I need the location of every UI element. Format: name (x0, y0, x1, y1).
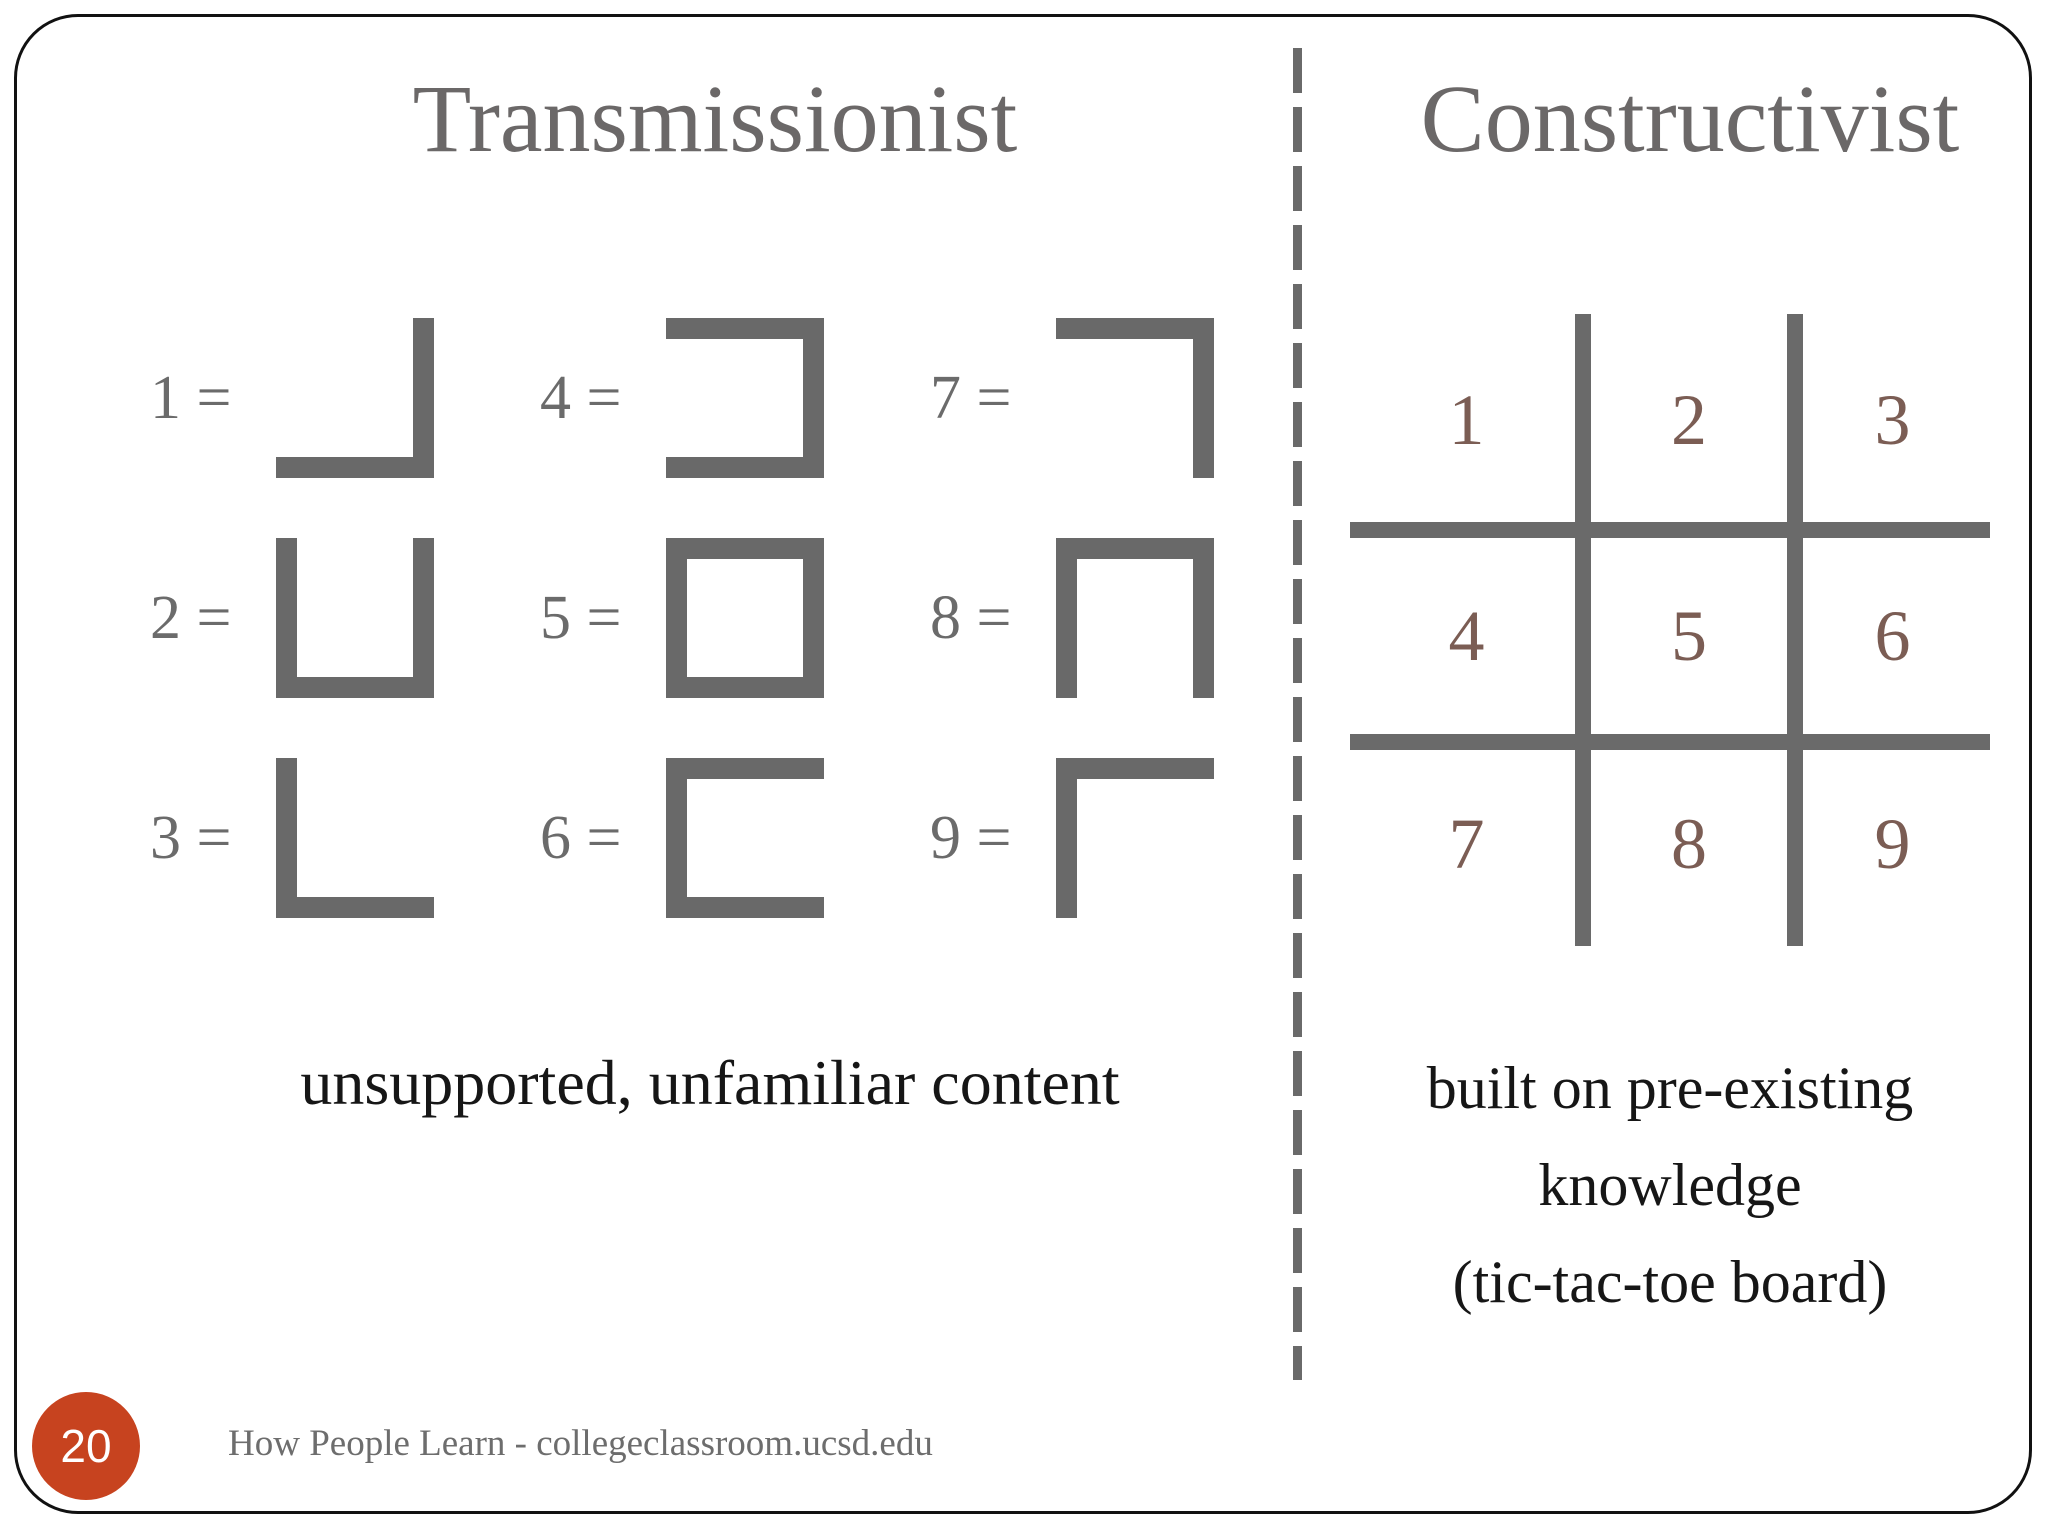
shape-border-top (1056, 758, 1214, 779)
cipher-shape (276, 538, 434, 698)
shape-border-left (276, 538, 297, 698)
board-cell-number: 2 (1671, 379, 1707, 460)
board-horizontal-line-1 (1350, 522, 1990, 538)
shape-border-bottom (666, 897, 824, 918)
board-cell-number: 6 (1874, 595, 1911, 676)
left-caption: unsupported, unfamiliar content (300, 1047, 1120, 1118)
cipher-label: 4 = (540, 363, 622, 432)
footer-citation: How People Learn - collegeclassroom.ucsd… (228, 1423, 933, 1464)
board-vertical-line-2 (1787, 314, 1803, 946)
shape-border-bottom (276, 677, 434, 698)
board-cell-number: 7 (1448, 803, 1485, 884)
shape-border-top (666, 318, 824, 339)
board-cell-number: 8 (1671, 803, 1707, 884)
cipher-cell-5: 5 = (540, 538, 930, 698)
cipher-cell-1: 1 = (150, 318, 540, 478)
cipher-label: 8 = (930, 583, 1012, 652)
page-number: 20 (60, 1420, 112, 1472)
cipher-label: 2 = (150, 583, 232, 652)
shape-border-bottom (276, 897, 434, 918)
cipher-label: 6 = (540, 803, 622, 872)
shape-border-right (413, 318, 434, 478)
cipher-label: 7 = (930, 363, 1012, 432)
left-heading: Transmissionist (412, 65, 1018, 172)
cipher-label: 9 = (930, 803, 1012, 872)
cipher-label: 1 = (150, 363, 232, 432)
shape-border-bottom (666, 457, 824, 478)
tic-tac-toe-board: 1 2 3 4 5 6 7 8 9 (1350, 310, 1990, 946)
cipher-cell-6: 6 = (540, 758, 930, 918)
cipher-shape (276, 758, 434, 918)
shape-border-right (1193, 538, 1214, 698)
shape-border-left (276, 758, 297, 918)
cipher-cell-8: 8 = (930, 538, 1320, 698)
shape-border-right (803, 538, 824, 698)
shape-border-left (1056, 538, 1077, 698)
shape-border-top (1056, 318, 1214, 339)
right-caption-line-1: built on pre-existing (1426, 1055, 1914, 1121)
board-vertical-line-1 (1575, 314, 1591, 946)
right-caption: built on pre-existing knowledge (tic-tac… (1320, 1040, 2020, 1331)
cipher-cell-9: 9 = (930, 758, 1320, 918)
shape-border-left (666, 758, 687, 918)
shape-border-bottom (666, 677, 824, 698)
slide-frame (14, 14, 2032, 1514)
right-heading: Constructivist (1420, 65, 1960, 172)
shape-border-top (666, 538, 824, 559)
shape-border-left (666, 538, 687, 698)
cipher-grid: 1 = 4 = 7 = 2 = 5 = 8 = 3 = 6 = 9 = (150, 318, 1330, 918)
shape-border-top (1056, 538, 1214, 559)
board-cell-number: 1 (1448, 379, 1485, 460)
cipher-cell-3: 3 = (150, 758, 540, 918)
dashed-divider-line (1293, 48, 1302, 1380)
cipher-shape (666, 318, 824, 478)
board-cell-number: 4 (1448, 595, 1485, 676)
cipher-cell-2: 2 = (150, 538, 540, 698)
board-horizontal-line-2 (1350, 734, 1990, 750)
shape-border-left (1056, 758, 1077, 918)
cipher-cell-7: 7 = (930, 318, 1320, 478)
cipher-shape (1056, 758, 1214, 918)
right-caption-line-2: knowledge (1538, 1152, 1802, 1218)
shape-border-top (666, 758, 824, 779)
shape-border-bottom (276, 457, 434, 478)
cipher-cell-4: 4 = (540, 318, 930, 478)
cipher-shape (276, 318, 434, 478)
cipher-shape (666, 758, 824, 918)
shape-border-right (413, 538, 434, 698)
board-cell-number: 9 (1874, 803, 1911, 884)
board-cell-number: 5 (1671, 595, 1707, 676)
board-cells: 1 2 3 4 5 6 7 8 9 (1350, 310, 1990, 946)
cipher-shape (666, 538, 824, 698)
cipher-shape (1056, 538, 1214, 698)
shape-border-right (1193, 318, 1214, 478)
cipher-label: 5 = (540, 583, 622, 652)
board-cell-number: 3 (1874, 379, 1911, 460)
page-number-badge: 20 (32, 1392, 140, 1500)
cipher-label: 3 = (150, 803, 232, 872)
shape-border-right (803, 318, 824, 478)
cipher-shape (1056, 318, 1214, 478)
right-caption-line-3: (tic-tac-toe board) (1452, 1249, 1888, 1315)
